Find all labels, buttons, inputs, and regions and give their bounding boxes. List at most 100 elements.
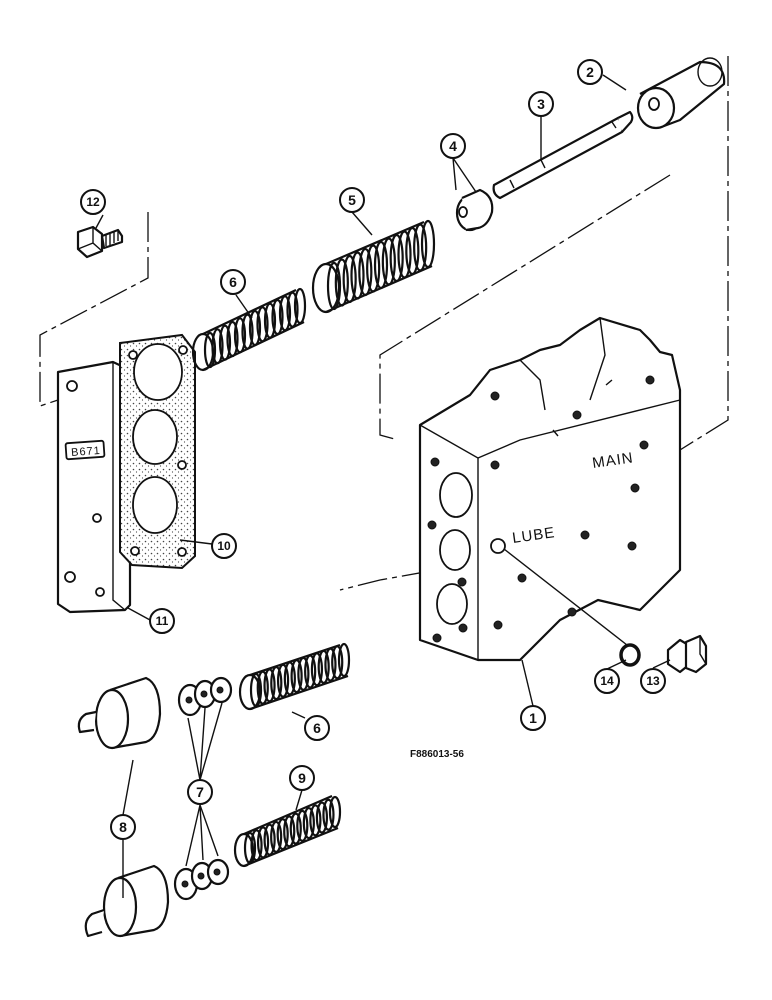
spring-coil [226,320,239,358]
svg-text:6: 6 [229,274,237,290]
spring-coil [263,668,276,703]
spring-coil [271,298,284,336]
spring-coil [263,823,276,856]
spring-coil [250,829,263,862]
spring-coil [256,670,269,705]
callout-12: 12 [80,189,106,215]
spring-coil [334,258,349,307]
callout-13: 13 [640,668,666,694]
spring-coil [324,647,337,682]
cap-screw-12 [76,225,124,259]
spring-coil [289,812,302,845]
callout-3: 3 [528,91,554,117]
spring-coil [315,801,329,834]
spring-6-upper [191,287,307,372]
spring-6-lower [238,642,351,711]
svg-text:6: 6 [313,720,321,736]
spring-coil [256,826,270,859]
plug-13 [666,634,708,674]
spring-coil [283,661,296,696]
spring-coil [310,652,324,687]
svg-text:2: 2 [586,64,594,80]
spring-coil [293,287,307,325]
plunger-8-upper [77,676,162,750]
spring-coil [302,806,315,840]
spring-coil [270,820,283,854]
valve-body [418,316,682,662]
callout-5: 5 [339,187,365,213]
plunger-8-lower [84,864,170,938]
spring-9 [233,794,342,868]
svg-text:7: 7 [196,784,204,800]
spring-coil [420,219,436,269]
svg-text:10: 10 [217,539,231,553]
cover-plate-marking: B671 [71,445,101,459]
callout-10: 10 [211,533,237,559]
callouts: 1 2 3 4 5 6 6 7 8 9 10 11 12 13 14 [80,59,666,840]
spring-coil [342,254,357,304]
callout-4: 4 [440,133,466,159]
gasket [119,333,196,570]
spring-coil [296,809,309,842]
leader-lines [95,74,671,898]
spring-coil [358,247,373,297]
spring-coil [373,240,389,290]
callout-9: 9 [289,765,315,791]
spring-coil [203,331,217,369]
spring-coil [249,672,263,708]
plunger-2 [636,57,726,130]
callout-2: 2 [577,59,603,85]
spring-coil [248,309,262,347]
svg-text:8: 8 [119,819,127,835]
spring-coil [366,244,381,293]
spring-coil [328,795,342,829]
spring-coil [405,226,420,276]
spring-coil [233,317,247,354]
svg-text:11: 11 [156,614,169,628]
spring-coil [309,804,322,837]
washers-7-upper [177,676,233,717]
spring-coil [286,291,299,328]
valve-seat-4 [455,188,494,232]
main-port-stamp: MAIN [591,449,634,472]
spring-coil [389,233,404,283]
spring-coil [241,313,254,350]
svg-text:1: 1 [529,710,537,726]
spring-coil [337,642,351,678]
spring-coil [218,324,232,361]
valve-pin-3 [492,110,634,200]
spring-coil [278,295,292,332]
spring-5 [311,219,436,314]
lube-port-stamp: LUBE [511,524,556,547]
spring-coil [304,654,317,689]
svg-text:13: 13 [646,674,660,688]
spring-coil [297,656,310,691]
spring-coil [350,251,365,300]
spring-coil [263,302,277,339]
spring-coil [243,831,257,865]
spring-coil [270,665,283,701]
spring-coil [397,230,412,279]
spring-coil [290,659,303,694]
washers-7-lower [173,858,230,901]
o-ring-14 [619,643,641,667]
spring-coil [283,815,296,848]
spring-coil [317,649,330,685]
svg-text:9: 9 [298,770,306,786]
callout-7: 7 [187,779,213,805]
callout-14: 14 [594,668,620,694]
spring-coil [276,818,289,851]
figure-id: F886013-56 [410,749,464,760]
svg-text:12: 12 [86,195,100,209]
callout-6-lower: 6 [304,715,330,741]
callout-6-upper: 6 [220,269,246,295]
svg-text:3: 3 [537,96,545,112]
spring-coil [256,306,269,343]
spring-coil [322,798,335,831]
spring-coil [211,328,224,365]
spring-coil [381,237,396,286]
spring-coil [276,663,290,698]
spring-coil [326,261,342,311]
callout-11: 11 [149,608,175,634]
